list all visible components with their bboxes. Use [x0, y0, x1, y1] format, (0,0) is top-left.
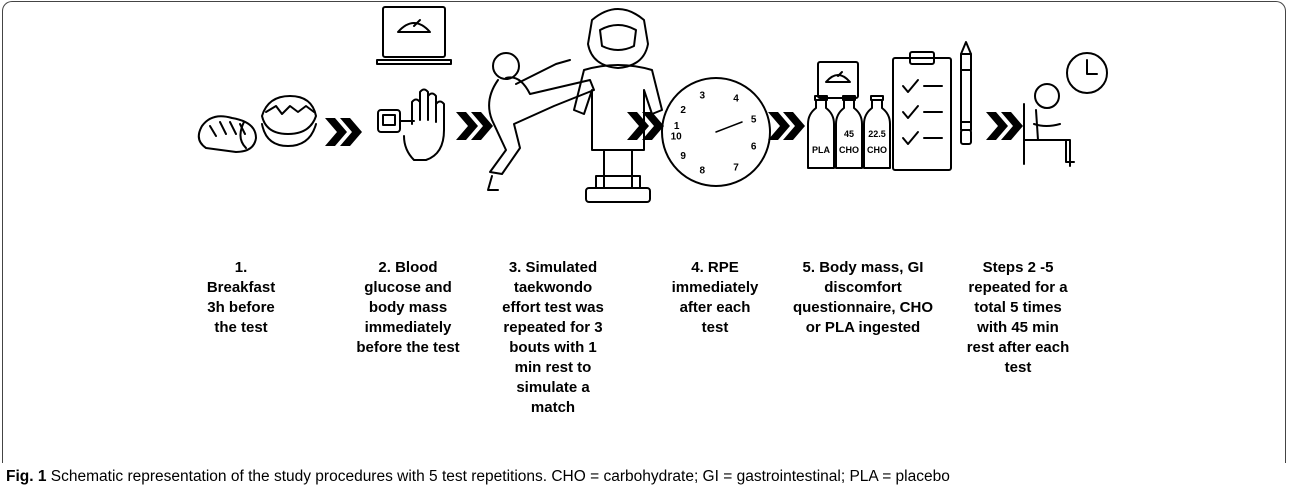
- bottle-cap: [842, 95, 856, 101]
- double-chevron-icon: [325, 118, 362, 146]
- figure-caption: Fig. 1 Schematic representation of the s…: [6, 468, 950, 486]
- caption-label: Fig. 1: [6, 468, 47, 485]
- weighing-scale-icon: [817, 61, 859, 99]
- bottle-shape: [807, 99, 835, 169]
- rpe-scale-number: 6: [751, 142, 757, 153]
- caption-text: Schematic representation of the study pr…: [46, 468, 950, 485]
- step-5-label: 5. Body mass, GI discomfort questionnair…: [792, 259, 934, 336]
- bottle-type-label: PLA: [812, 145, 831, 155]
- bottle-dose-label: 22.5: [868, 129, 886, 139]
- figure-frame: [2, 1, 1286, 463]
- rpe-scale-number: 1: [674, 121, 680, 132]
- double-chevron-icon: [768, 112, 805, 140]
- step-2-label: 2. Blood glucose and body mass immediate…: [356, 259, 460, 356]
- bottle-shape: [863, 99, 891, 169]
- bottle-shape: [835, 99, 863, 169]
- double-chevron-icon: [986, 112, 1023, 140]
- rpe-scale-number: 8: [700, 166, 706, 177]
- taekwondo-kick-icon: [487, 8, 663, 203]
- rpe-scale-number: 3: [700, 90, 706, 101]
- rpe-clock-scale-icon: 12 3 4 5 6 7 8 9 10: [661, 77, 771, 187]
- bottle-type-label: CHO: [867, 145, 887, 155]
- double-chevron-icon: [456, 112, 493, 140]
- rpe-scale-number: 7: [733, 163, 739, 174]
- weighing-scale-icon: [376, 6, 452, 65]
- rpe-scale-number: 10: [671, 132, 683, 143]
- step-1-label: 1. Breakfast 3h before the test: [206, 259, 276, 336]
- step-6-label: Steps 2 -5 repeated for a total 5 times …: [966, 259, 1070, 376]
- bottle-cap: [870, 95, 884, 101]
- rpe-scale-number: 9: [680, 151, 686, 162]
- bottle-type-label: CHO: [839, 145, 859, 155]
- bread-and-eggs-icon: [197, 95, 317, 153]
- step-4-label: 4. RPE immediately after each test: [671, 259, 759, 336]
- rpe-scale-number: 5: [751, 114, 757, 125]
- seated-person-clock-icon: [1023, 52, 1108, 167]
- clipboard-checklist-icon: [892, 51, 952, 171]
- glucometer-finger-icon: [377, 88, 445, 161]
- pencil-icon: [960, 41, 972, 145]
- step-3-label: 3. Simulated taekwondo effort test was r…: [502, 259, 604, 416]
- rpe-scale-number: 4: [733, 93, 739, 104]
- bottle-dose-label: 45: [844, 129, 854, 139]
- rpe-scale-number: 2: [680, 105, 686, 116]
- double-chevron-icon: [627, 112, 664, 140]
- bottle-cap: [814, 95, 828, 101]
